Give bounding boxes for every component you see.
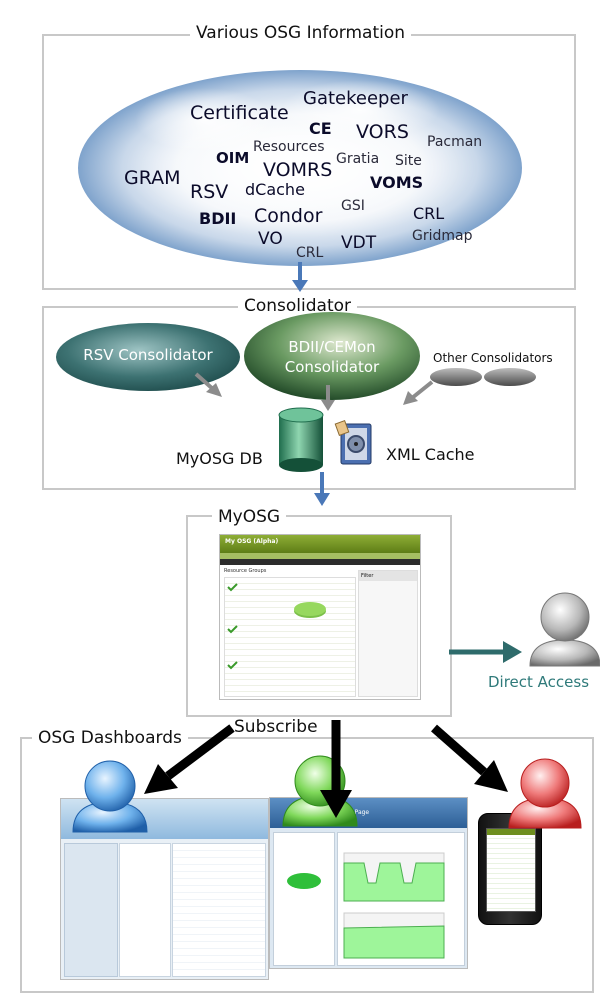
rsv-consolidator-label: RSV Consolidator xyxy=(83,346,213,364)
direct-access-label: Direct Access xyxy=(488,673,590,691)
dashboards-frame xyxy=(20,737,594,993)
myosg-db-icon xyxy=(278,407,324,472)
cloud-term-gratia: Gratia xyxy=(336,151,380,167)
dashboard-2-chart-panel xyxy=(337,832,465,966)
other-consolidator-ellipse-1 xyxy=(430,368,482,386)
dashboard-2-charts xyxy=(343,852,445,959)
cloud-term-gridmap: Gridmap xyxy=(412,228,473,244)
myosg-screenshot-navbar xyxy=(220,559,420,565)
cloud-term-site: Site xyxy=(395,153,422,169)
user-icon-red xyxy=(508,758,582,829)
cloud-term-vo: VO xyxy=(258,229,283,249)
dashboard-2-pie xyxy=(287,873,321,889)
myosg-screenshot-body: Resource Groups Filter xyxy=(220,565,420,699)
cloud-term-ce: CE xyxy=(309,119,332,138)
myosg-frame xyxy=(186,515,452,717)
cloud-term-vomrs: VOMRS xyxy=(263,159,333,181)
other-consolidator-ellipse-2 xyxy=(484,368,536,386)
direct-access-user-icon xyxy=(529,592,600,667)
myosg-screenshot-filter: Filter xyxy=(358,570,418,697)
dashboard-3-phone-header xyxy=(487,829,535,835)
rsv-consolidator-ellipse xyxy=(56,323,240,391)
cloud-term-gatekeeper: Gatekeeper xyxy=(303,88,408,109)
myosg-title: MyOSG xyxy=(212,507,287,527)
cloud-term-vors: VORS xyxy=(356,121,409,143)
myosg-screenshot-subbar xyxy=(220,553,420,559)
bdii-consolidator-label-line2: Consolidator xyxy=(284,358,380,376)
myosg-screenshot-header: My OSG (Alpha) xyxy=(220,535,420,553)
dashboard-3-phone-screen xyxy=(486,828,536,912)
myosg-screenshot-header-title: My OSG (Alpha) xyxy=(225,538,279,545)
myosg-screenshot-filter-title: Filter xyxy=(359,571,417,581)
cloud-term-bdii: BDII xyxy=(199,209,237,228)
cloud-term-dcache: dCache xyxy=(245,180,305,199)
myosg-screenshot-list xyxy=(224,577,356,697)
dashboard-1-left-col xyxy=(64,843,118,977)
cloud-term-rsv: RSV xyxy=(190,181,229,203)
user-icon-blue xyxy=(72,760,148,833)
myosg-screenshot: My OSG (Alpha) Resource Groups Filter xyxy=(219,534,421,700)
cloud-term-crl: CRL xyxy=(413,204,445,223)
myosg-screenshot-section-title: Resource Groups xyxy=(224,568,267,574)
cloud-term-oim: OIM xyxy=(216,149,250,167)
xml-cache-icon xyxy=(334,420,372,465)
cloud-term-certificate: Certificate xyxy=(190,102,289,124)
dashboard-3-phone xyxy=(478,813,542,925)
cloud-term-resources: Resources xyxy=(253,139,325,155)
xml-cache-label: XML Cache xyxy=(386,445,475,464)
other-consolidators-label: Other Consolidators xyxy=(433,351,553,365)
dashboard-1-mid-col xyxy=(119,843,171,977)
cloud-term-condor: Condor xyxy=(254,205,323,227)
bdii-consolidator-label-line1: BDII/CEMon xyxy=(288,338,376,356)
cloud-term-voms: VOMS xyxy=(370,173,424,192)
cloud-term-pacman: Pacman xyxy=(427,134,483,150)
cloud-term-vdt: VDT xyxy=(341,233,377,253)
cloud-term-gram: GRAM xyxy=(124,167,181,189)
info-title: Various OSG Information xyxy=(190,23,412,43)
myosg-db-label: MyOSG DB xyxy=(176,449,263,468)
subscribe-label: Subscribe xyxy=(234,717,318,737)
consolidator-title: Consolidator xyxy=(238,296,358,316)
dashboard-1-right-col xyxy=(172,843,266,977)
cloud-term-gsi: GSI xyxy=(341,198,365,214)
myosg-screenshot-marks xyxy=(227,583,326,670)
bdii-consolidator-ellipse xyxy=(244,312,420,400)
dashboard-2-left-col xyxy=(273,832,335,966)
dashboards-title: OSG Dashboards xyxy=(32,728,188,748)
cloud-term-crl-2: CRL xyxy=(296,245,324,261)
